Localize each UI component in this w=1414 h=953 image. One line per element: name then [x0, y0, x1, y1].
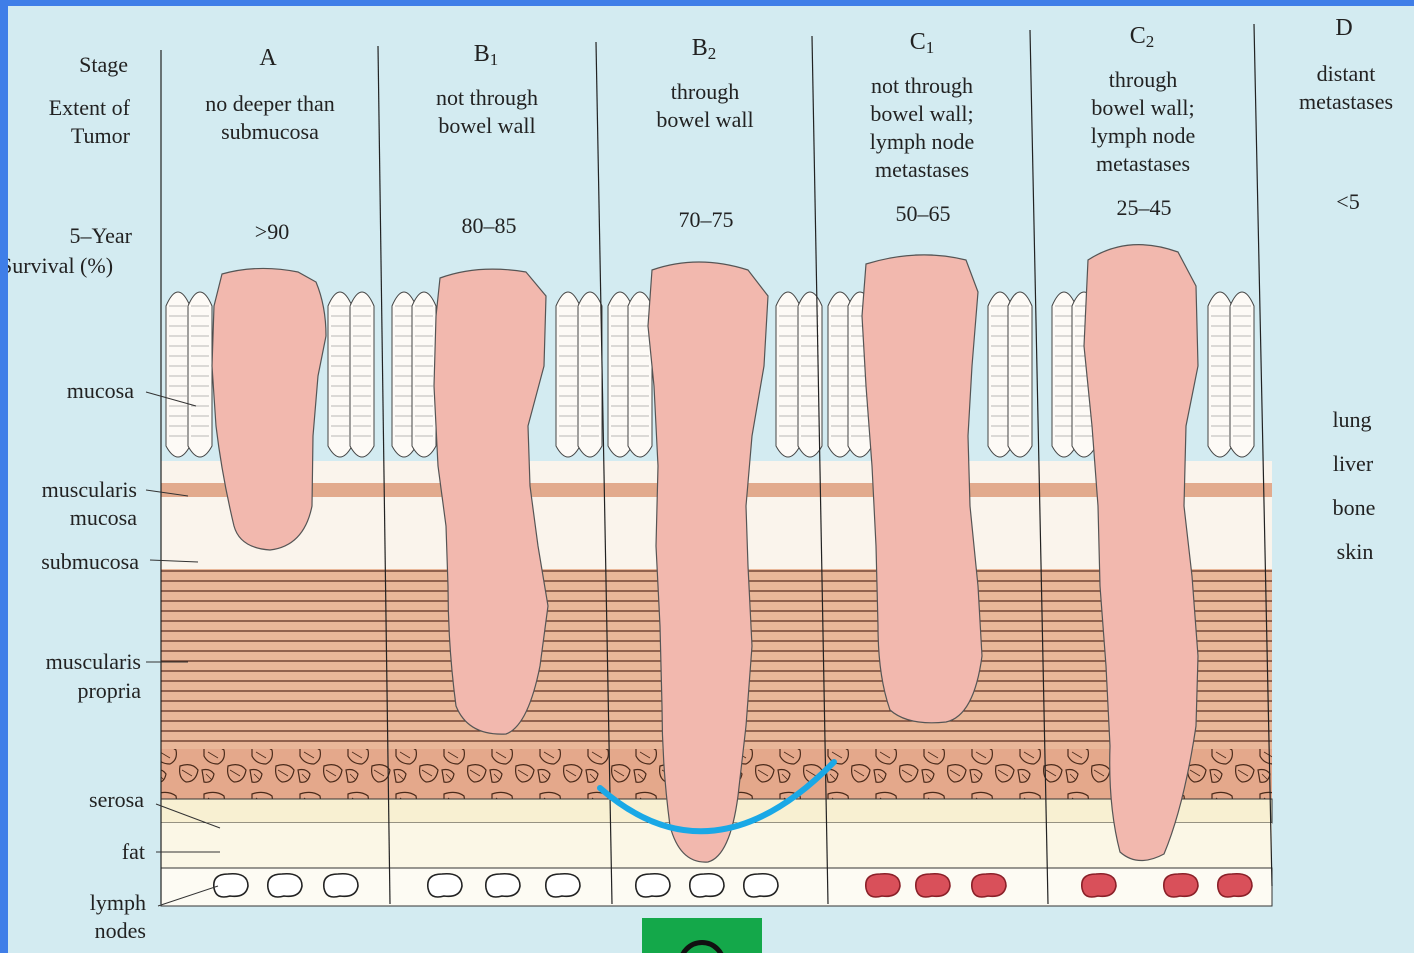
circle-icon — [678, 940, 726, 953]
metastasis-site-bone: bone — [1333, 494, 1376, 522]
lymph-node — [744, 874, 778, 897]
extent-row-label-line2: Tumor — [8, 122, 130, 150]
lymph-node — [268, 874, 302, 897]
stage-a-survival: >90 — [255, 218, 289, 246]
lymph-node — [546, 874, 580, 897]
stage-a-header: A — [259, 44, 276, 78]
stage-row-label: Stage — [8, 51, 128, 79]
layer-label-muscularis-propria-1: muscularis — [8, 648, 141, 676]
lymph-node — [486, 874, 520, 897]
diagram-canvas: Stage Extent of Tumor 5–Year Survival (%… — [8, 6, 1414, 953]
crypt — [578, 292, 602, 457]
metastasis-site-liver: liver — [1333, 450, 1373, 478]
lymph-node — [690, 874, 724, 897]
stage-c2-header: C2 — [1130, 22, 1155, 56]
tumor-stage-b1 — [434, 269, 548, 734]
stage-b2-survival: 70–75 — [679, 206, 734, 234]
crypt — [350, 292, 374, 457]
layer-label-lymph-1: lymph — [8, 889, 146, 917]
crypt — [1208, 292, 1232, 457]
metastasis-site-lung: lung — [1332, 406, 1371, 434]
stage-c1-survival: 50–65 — [896, 200, 951, 228]
layer-label-fat: fat — [8, 838, 145, 866]
layer-label-serosa: serosa — [8, 786, 144, 814]
crypt — [328, 292, 352, 457]
survival-row-label-line2: Survival (%) — [8, 252, 113, 280]
colorectal-staging-diagram — [8, 6, 1414, 953]
tumor-stage-c1 — [862, 255, 982, 723]
crypt — [188, 292, 212, 457]
layer-label-muscularis-propria-2: propria — [8, 677, 141, 705]
crypt — [1008, 292, 1032, 457]
metastasis-site-skin: skin — [1337, 538, 1374, 566]
layer-label-muscularis-mucosa-2: mucosa — [8, 504, 137, 532]
lymph-node-positive — [972, 874, 1006, 897]
stage-b1-survival: 80–85 — [462, 212, 517, 240]
lymph-node — [214, 874, 248, 897]
crypt — [556, 292, 580, 457]
stage-c2-survival: 25–45 — [1117, 194, 1172, 222]
lymph-node-positive — [1082, 874, 1116, 897]
extent-row-label-line1: Extent of — [8, 94, 130, 122]
lymph-node-positive — [866, 874, 900, 897]
survival-row-label-line1: 5–Year — [8, 222, 132, 250]
lymph-node-positive — [1164, 874, 1198, 897]
layer-label-mucosa: mucosa — [8, 377, 134, 405]
crypt — [1230, 292, 1254, 457]
crypt — [776, 292, 800, 457]
stage-b2-header: B2 — [692, 34, 717, 68]
layer-label-muscularis-mucosa-1: muscularis — [8, 476, 137, 504]
lymph-node — [636, 874, 670, 897]
lymph-node — [428, 874, 462, 897]
stage-d-survival: <5 — [1336, 188, 1359, 216]
lymph-node — [324, 874, 358, 897]
stage-b1-header: B1 — [474, 40, 499, 74]
crypt — [412, 292, 436, 457]
lymph-node-positive — [916, 874, 950, 897]
crypt — [166, 292, 190, 457]
green-box — [642, 918, 762, 953]
stage-c1-header: C1 — [910, 28, 935, 62]
layer-label-lymph-2: nodes — [8, 917, 146, 945]
lymph-node-positive — [1218, 874, 1252, 897]
layer-label-submucosa: submucosa — [8, 548, 139, 576]
stage-d-header: D — [1335, 14, 1352, 48]
